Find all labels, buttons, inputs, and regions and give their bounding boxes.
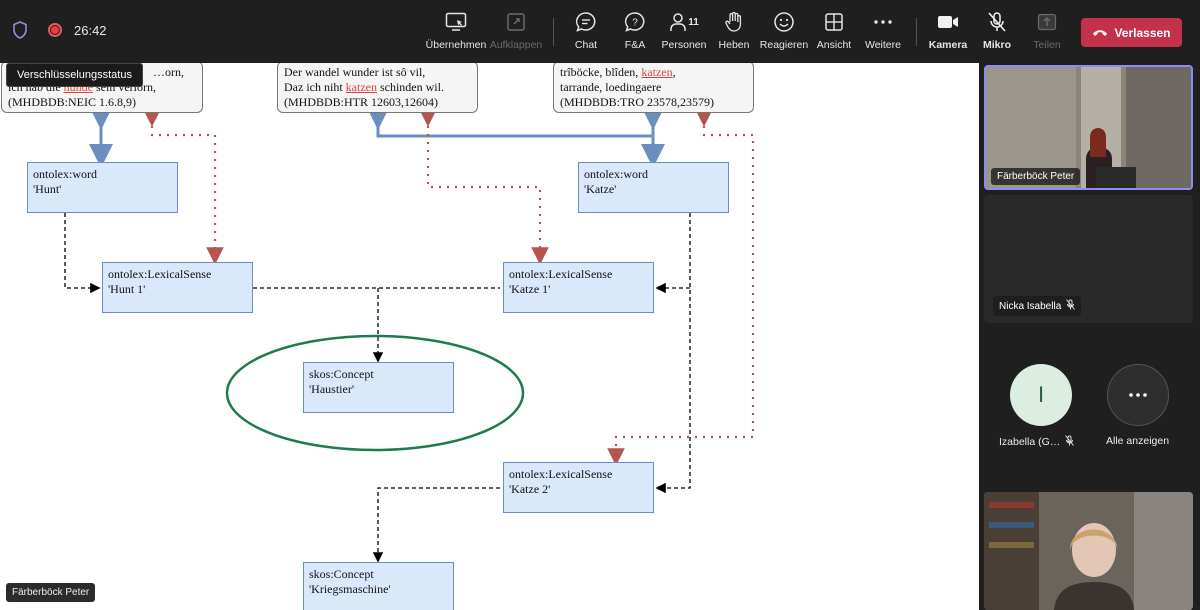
expand-button[interactable]: Aufklappen	[486, 10, 546, 56]
meeting-status: 26:42	[10, 20, 107, 40]
blue-link-katze	[366, 106, 665, 168]
quote-reference: (MHDBDB:TRO 23578,23579)	[560, 95, 715, 109]
chat-button[interactable]: Chat	[556, 10, 616, 56]
expand-label: Aufklappen	[489, 39, 543, 51]
quote-reference: (MHDBDB:HTR 12603,12604)	[284, 95, 439, 109]
chat-icon	[575, 10, 597, 34]
camera-button[interactable]: Kamera	[918, 10, 978, 56]
mic-muted-icon	[1066, 299, 1076, 313]
toolbar-divider	[553, 18, 554, 46]
qa-label: F&A	[624, 39, 646, 51]
shared-screen: …orn, ich hab die hunde sein verlorn, (M…	[0, 63, 979, 610]
take-control-label: Übernehmen	[425, 39, 487, 51]
quote-line: Der wandel wunder ist sô vil,	[284, 65, 426, 79]
leave-label: Verlassen	[1114, 25, 1171, 40]
smiley-icon	[773, 10, 795, 34]
take-control-button[interactable]: Übernehmen	[426, 10, 486, 56]
share-button[interactable]: Teilen	[1017, 10, 1077, 56]
meeting-timer: 26:42	[74, 22, 107, 38]
screen-take-icon	[445, 10, 467, 34]
presenter-name-tag: Färberböck Peter	[6, 583, 96, 602]
self-view-tile[interactable]	[984, 492, 1193, 610]
black-dashed-links	[64, 213, 691, 563]
word-box-katze: ontolex:word'Katze'	[578, 162, 729, 213]
phone-hangup-icon	[1092, 26, 1108, 40]
participant-name-tag: Färberböck Peter	[991, 168, 1081, 185]
raise-hand-label: Heben	[718, 39, 750, 51]
quote-line: tarrande, loedingaere	[560, 80, 662, 94]
quote-reference: (MHDBDB:NEIC 1.6.8,9)	[8, 95, 136, 109]
people-icon-wrap: 11	[669, 10, 699, 34]
share-icon	[1037, 10, 1057, 34]
concept-box-kriegsmaschine: skos:Concept'Kriegsmaschine'	[303, 562, 454, 610]
people-label: Personen	[661, 39, 707, 51]
participant-name-tag: Nicka Isabella	[993, 296, 1082, 316]
camera-icon	[937, 10, 959, 34]
sense-box-hunt-1: ontolex:LexicalSense'Hunt 1'	[102, 262, 253, 313]
mic-muted-icon	[1065, 435, 1075, 449]
share-label: Teilen	[1033, 39, 1061, 51]
quote-box-katze-htr: Der wandel wunder ist sô vil, Daz ich ni…	[277, 63, 478, 113]
react-button[interactable]: Reagieren	[754, 10, 814, 56]
concept-highlight-ellipse	[225, 334, 525, 452]
show-all-label: Alle anzeigen	[1106, 435, 1170, 447]
word-box-hunt: ontolex:word'Hunt'	[27, 162, 178, 213]
qa-button[interactable]: ? F&A	[605, 10, 665, 56]
people-count: 11	[688, 16, 699, 28]
more-dots-icon	[1129, 393, 1147, 397]
more-actions-button[interactable]: Weitere	[853, 10, 913, 56]
participants-panel: Färberböck Peter Nicka Isabella I Izabel…	[979, 63, 1200, 610]
meeting-toolbar: 26:42 Verschlüsselungsstatus Übernehmen …	[0, 0, 1200, 87]
diagram-connectors	[64, 106, 755, 563]
sense-box-katze-1: ontolex:LexicalSense'Katze 1'	[503, 262, 654, 313]
qa-icon: ?	[624, 10, 646, 34]
people-icon	[670, 13, 686, 31]
more-actions-label: Weitere	[865, 39, 901, 51]
avatar-izabella[interactable]: I	[1010, 364, 1072, 426]
people-button[interactable]: 11 Personen	[654, 10, 714, 56]
quote-line: Daz ich niht katzen schinden wil.	[284, 80, 444, 94]
raise-hand-button[interactable]: Heben	[704, 10, 764, 56]
red-dotted-links	[143, 109, 755, 466]
recording-icon	[48, 23, 62, 37]
self-view-feed	[984, 492, 1193, 610]
quote-line: …orn,	[153, 65, 184, 79]
mic-off-icon	[987, 10, 1007, 34]
tile-nicka[interactable]: Nicka Isabella	[984, 195, 1193, 323]
grid-icon	[824, 10, 844, 34]
participant-name-izabella: Izabella (G…	[999, 435, 1075, 449]
video-tile-peter[interactable]: Färberböck Peter	[984, 65, 1193, 190]
view-label: Ansicht	[816, 39, 852, 51]
quote-box-katze-tro: trîböcke, blîden, katzen, tarrande, loed…	[553, 63, 754, 113]
video-feed-peter	[986, 67, 1191, 188]
mic-button[interactable]: Mikro	[967, 10, 1027, 56]
quote-line: trîböcke, blîden, katzen,	[560, 65, 676, 79]
encryption-tooltip: Verschlüsselungsstatus	[6, 63, 143, 87]
svg-text:?: ?	[632, 18, 638, 29]
leave-button[interactable]: Verlassen	[1081, 18, 1182, 47]
shield-icon[interactable]	[10, 20, 30, 40]
concept-box-haustier: skos:Concept'Haustier'	[303, 362, 454, 413]
view-button[interactable]: Ansicht	[804, 10, 864, 56]
expand-icon	[506, 10, 526, 34]
more-dots-icon	[873, 10, 893, 34]
mic-label: Mikro	[982, 39, 1011, 51]
camera-label: Kamera	[928, 39, 968, 51]
hand-icon	[724, 10, 744, 34]
react-label: Reagieren	[759, 39, 809, 51]
sense-box-katze-2: ontolex:LexicalSense'Katze 2'	[503, 462, 654, 513]
chat-label: Chat	[574, 39, 598, 51]
toolbar-divider	[916, 18, 917, 46]
show-all-button[interactable]	[1107, 364, 1169, 426]
